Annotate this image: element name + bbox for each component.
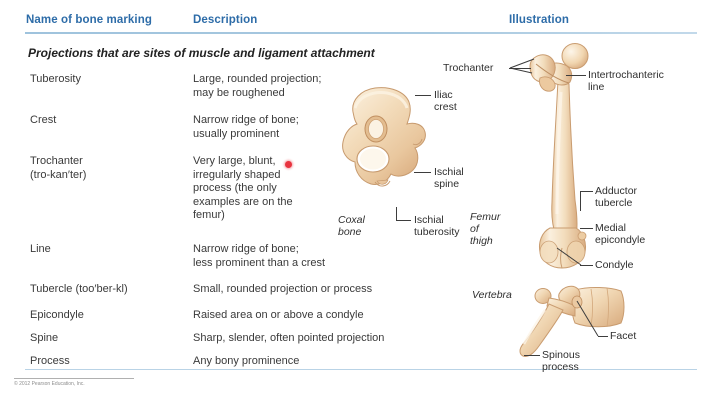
footer-divider bbox=[25, 369, 697, 370]
row-desc-tubercle: Small, rounded projection or process bbox=[193, 283, 373, 295]
header-divider bbox=[25, 32, 697, 34]
label-spinous-process: Spinous process bbox=[542, 349, 580, 373]
leader-ischial-tuberosity bbox=[396, 220, 411, 221]
vertebra-illustration bbox=[519, 285, 625, 357]
leader-condyle-angle bbox=[556, 247, 582, 266]
leader-facet-angle bbox=[576, 300, 599, 337]
label-intertrochanteric-line: Intertrochanteric line bbox=[588, 69, 664, 93]
label-iliac-crest: Iliac crest bbox=[434, 89, 457, 113]
leader-adductor-tubercle bbox=[580, 191, 593, 192]
row-term-line: Line bbox=[30, 243, 51, 255]
leader-facet bbox=[598, 336, 608, 337]
column-header-name: Name of bone marking bbox=[26, 14, 152, 26]
leader-trochanter bbox=[509, 68, 531, 69]
copyright-text: © 2012 Pearson Education, Inc. bbox=[14, 381, 85, 387]
label-facet: Facet bbox=[610, 330, 637, 342]
row-term-process: Process bbox=[30, 355, 70, 367]
leader-spinous-process bbox=[524, 355, 540, 356]
femur-illustration bbox=[529, 43, 589, 269]
section-subheading: Projections that are sites of muscle and… bbox=[28, 46, 375, 60]
row-term-spine: Spine bbox=[30, 332, 59, 344]
label-femur-of-thigh: Femur of thigh bbox=[470, 211, 501, 247]
leader-adductor-tubercle-vertical bbox=[580, 191, 581, 211]
row-desc-tuberosity: Large, rounded projection; may be roughe… bbox=[193, 73, 322, 99]
column-header-description: Description bbox=[193, 14, 258, 26]
leader-iliac-crest bbox=[415, 95, 431, 96]
copyright-rule bbox=[14, 378, 134, 379]
row-desc-trochanter: Very large, blunt, irregularly shaped pr… bbox=[193, 155, 293, 221]
label-ischial-spine: Ischial spine bbox=[434, 166, 464, 190]
row-term-epicondyle: Epicondyle bbox=[30, 309, 84, 321]
leader-intertrochanteric-line bbox=[566, 75, 586, 76]
row-term-tuberosity: Tuberosity bbox=[30, 73, 81, 85]
row-term-crest: Crest bbox=[30, 114, 57, 126]
label-trochanter: Trochanter bbox=[443, 62, 494, 74]
leader-ischial-tuberosity-vertical bbox=[396, 207, 397, 221]
row-desc-process: Any bony prominence bbox=[193, 355, 300, 367]
label-ischial-tuberosity: Ischial tuberosity bbox=[414, 214, 460, 238]
label-vertebra: Vertebra bbox=[472, 289, 512, 301]
row-desc-line: Narrow ridge of bone; less prominent tha… bbox=[193, 243, 326, 269]
coxal-bone-illustration bbox=[342, 87, 426, 187]
row-desc-spine: Sharp, slender, often pointed projection bbox=[193, 332, 385, 344]
row-term-tubercle: Tubercle (too′ber-kl) bbox=[30, 283, 128, 295]
label-condyle: Condyle bbox=[595, 259, 634, 271]
cursor-pointer-dot bbox=[285, 161, 292, 168]
label-coxal-bone: Coxal bone bbox=[338, 214, 365, 238]
label-adductor-tubercle: Adductor tubercle bbox=[595, 185, 638, 209]
leader-trochanter-fork bbox=[509, 58, 535, 74]
leader-medial-epicondyle bbox=[580, 228, 593, 229]
row-desc-crest: Narrow ridge of bone; usually prominent bbox=[193, 114, 299, 140]
row-desc-epicondyle: Raised area on or above a condyle bbox=[193, 309, 364, 321]
leader-ischial-spine bbox=[414, 172, 431, 173]
leader-condyle bbox=[580, 265, 593, 266]
row-term-trochanter: Trochanter (tro-kan′ter) bbox=[30, 155, 87, 181]
label-medial-epicondyle: Medial epicondyle bbox=[595, 222, 646, 246]
column-header-illustration: Illustration bbox=[509, 14, 569, 26]
